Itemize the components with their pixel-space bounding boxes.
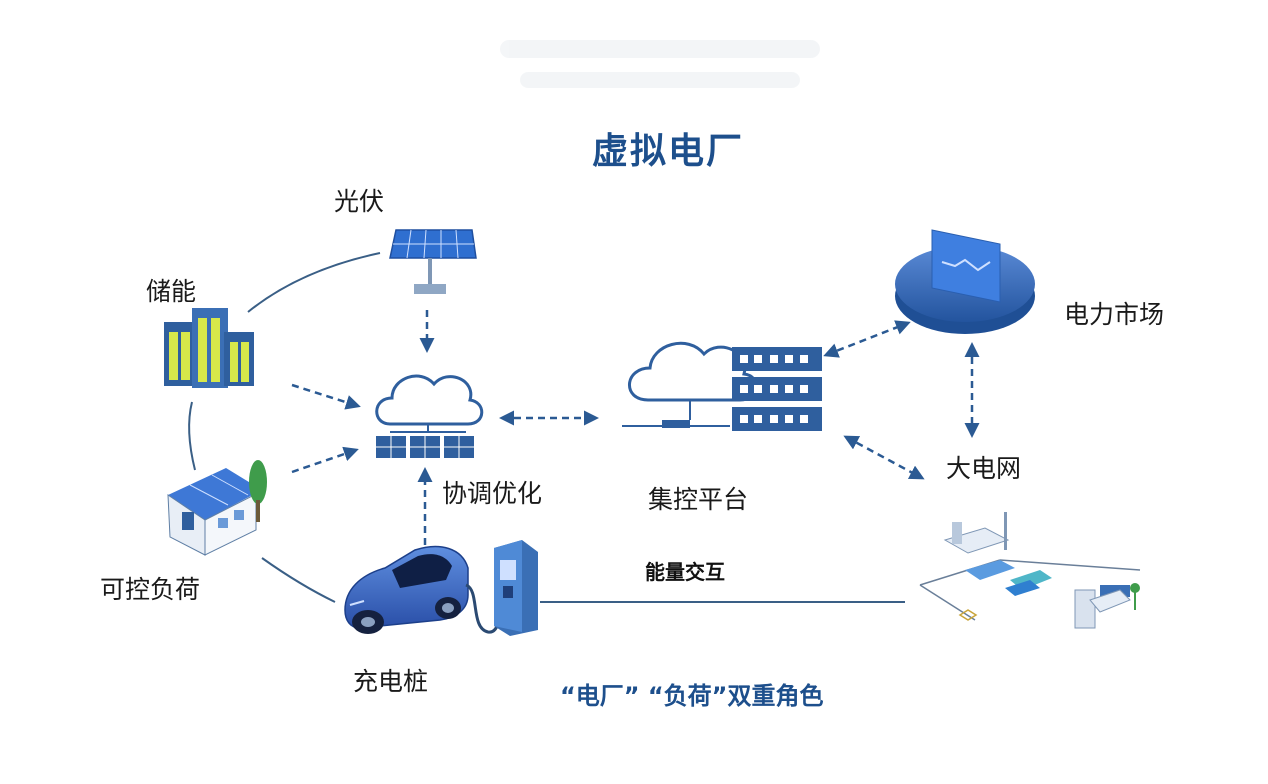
dual-role-label: “电厂” “负荷”双重角色: [560, 682, 824, 710]
control-platform-icon: [622, 341, 822, 431]
storage-battery-icon: [164, 308, 254, 388]
arrow-platform-market: [823, 320, 911, 358]
label-grid: 大电网: [946, 454, 1021, 483]
label-charging-pile: 充电桩: [353, 667, 428, 696]
house-icon: [167, 460, 267, 556]
label-solar: 光伏: [334, 187, 384, 216]
electric-car-icon: [344, 545, 469, 634]
grid-scene-icon: [919, 512, 1141, 629]
node-labels: 光伏 储能 可控负荷 充电桩 协调优化 集控平台 电力市场 大电网: [100, 187, 1164, 696]
arrow-platform-grid: [843, 435, 925, 480]
power-market-icon: [895, 229, 1035, 334]
charging-station-icon: [494, 540, 538, 636]
energy-exchange-label: 能量交互: [645, 560, 725, 584]
diagram-title: 虚拟电厂: [592, 131, 745, 172]
label-controllable-load: 可控负荷: [100, 575, 200, 604]
label-power-market: 电力市场: [1064, 300, 1164, 329]
faded-header: [500, 40, 820, 88]
coordination-cloud-icon: [375, 374, 484, 458]
label-storage: 储能: [146, 277, 196, 306]
label-coordination: 协调优化: [442, 479, 542, 508]
arrow-storage-to-cloud: [291, 383, 361, 410]
dashed-arrows: [291, 310, 980, 545]
solar-panel-icon: [389, 229, 477, 294]
label-control-platform: 集控平台: [648, 485, 748, 514]
arrow-load-to-cloud: [291, 446, 359, 474]
outer-circle-arcs: [188, 252, 381, 603]
